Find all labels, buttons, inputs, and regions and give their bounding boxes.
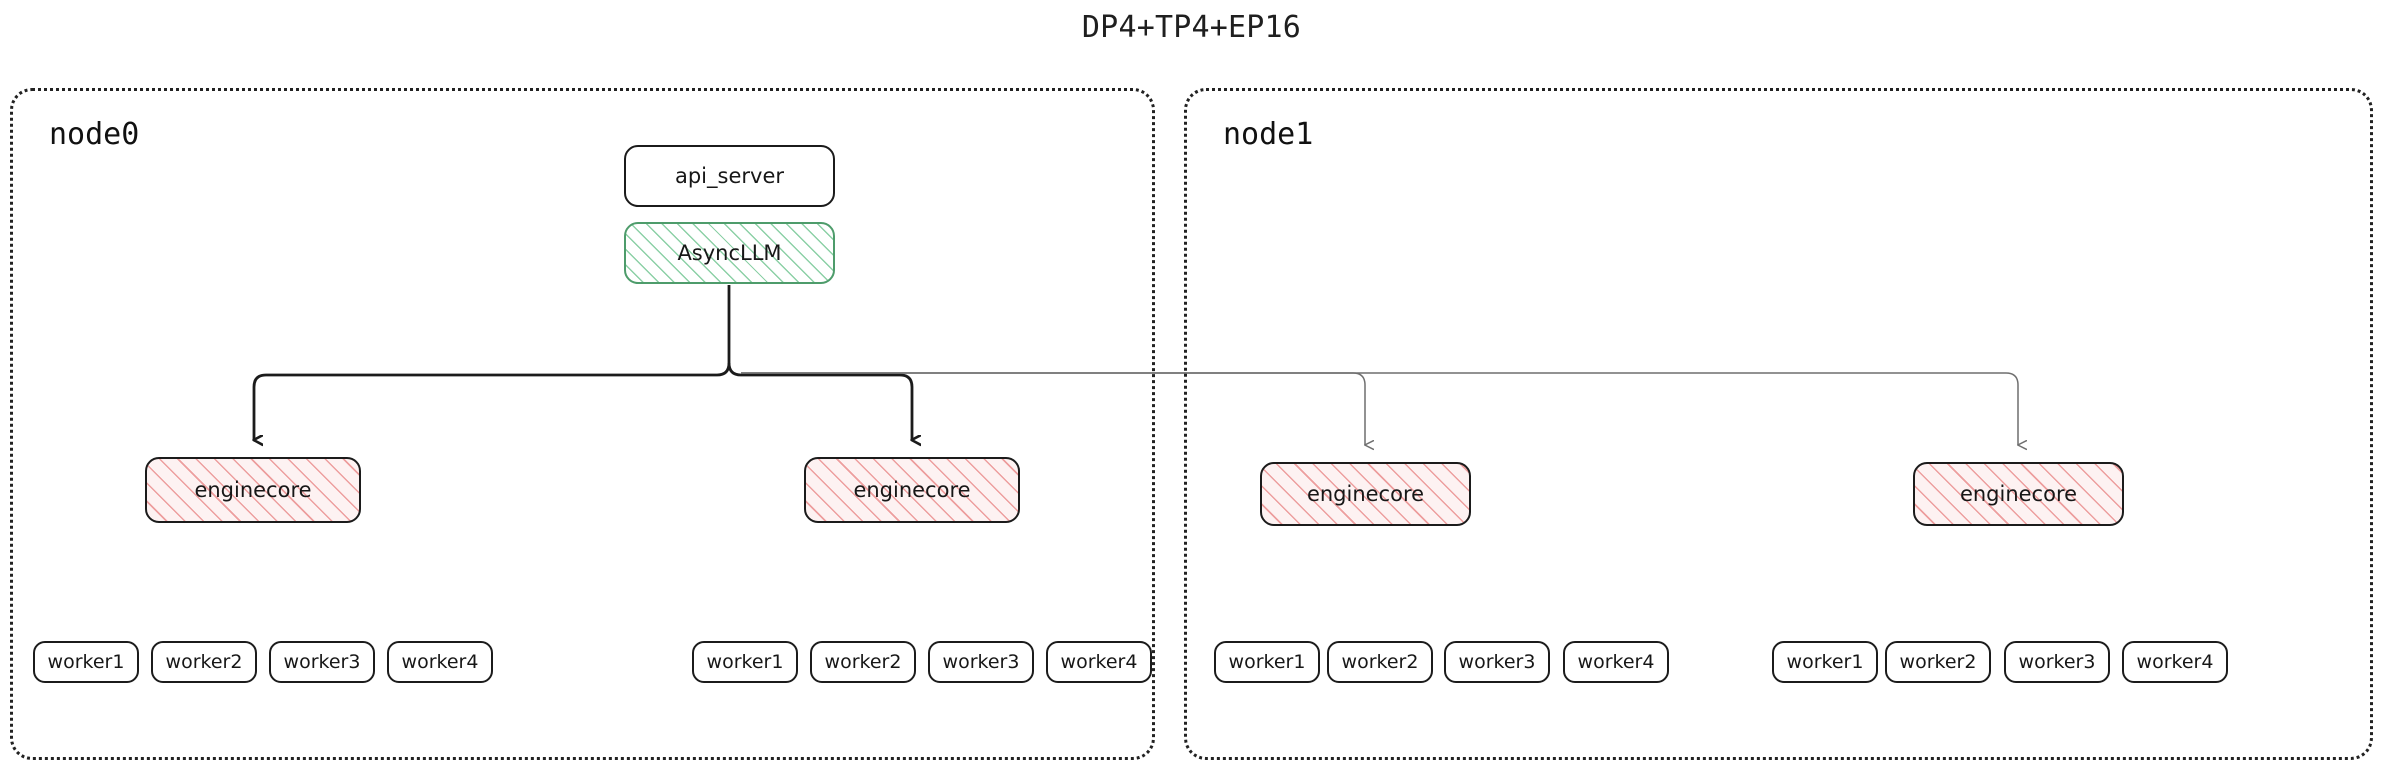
box-api-server[interactable]: api_server [624, 145, 835, 207]
box-worker-node1-0-0[interactable]: worker1 [1214, 641, 1320, 683]
box-worker-node0-1-0[interactable]: worker1 [692, 641, 798, 683]
box-enginecore-node1-0-label: enginecore [1306, 482, 1425, 506]
box-worker-node0-0-1[interactable]: worker2 [151, 641, 257, 683]
box-worker-node0-1-0-label: worker1 [706, 651, 784, 673]
box-worker-node1-0-0-label: worker1 [1228, 651, 1306, 673]
box-worker-node1-0-1[interactable]: worker2 [1327, 641, 1433, 683]
box-worker-node0-1-1[interactable]: worker2 [810, 641, 916, 683]
page-title: DP4+TP4+EP16 [1081, 10, 1302, 45]
node-group-node0: node0 [10, 88, 1155, 760]
box-worker-node1-0-3-label: worker4 [1577, 651, 1655, 673]
box-worker-node1-1-0[interactable]: worker1 [1772, 641, 1878, 683]
box-async-llm-label: AsyncLLM [677, 241, 782, 265]
box-enginecore-node0-1[interactable]: enginecore [804, 457, 1020, 523]
box-worker-node0-0-1-label: worker2 [165, 651, 243, 673]
box-enginecore-node0-1-label: enginecore [853, 478, 971, 502]
box-enginecore-node1-1[interactable]: enginecore [1913, 462, 2124, 526]
box-worker-node1-1-0-label: worker1 [1786, 651, 1864, 673]
box-async-llm[interactable]: AsyncLLM [624, 222, 835, 284]
node-group-node1: node1 [1184, 88, 2373, 760]
box-worker-node1-1-3-label: worker4 [2136, 651, 2214, 673]
box-worker-node1-0-1-label: worker2 [1341, 651, 1419, 673]
box-worker-node1-1-2[interactable]: worker3 [2004, 641, 2110, 683]
box-enginecore-node1-1-label: enginecore [1959, 482, 2078, 506]
box-worker-node0-1-1-label: worker2 [824, 651, 902, 673]
box-worker-node0-1-3[interactable]: worker4 [1046, 641, 1152, 683]
box-api-server-label: api_server [674, 164, 784, 188]
box-worker-node1-1-2-label: worker3 [2018, 651, 2096, 673]
box-enginecore-node0-0[interactable]: enginecore [145, 457, 361, 523]
box-worker-node0-0-3-label: worker4 [401, 651, 479, 673]
node-group-label-node0: node0 [49, 117, 140, 152]
box-enginecore-node1-0[interactable]: enginecore [1260, 462, 1471, 526]
box-worker-node0-1-2[interactable]: worker3 [928, 641, 1034, 683]
box-worker-node1-0-3[interactable]: worker4 [1563, 641, 1669, 683]
box-worker-node0-0-3[interactable]: worker4 [387, 641, 493, 683]
box-worker-node1-1-3[interactable]: worker4 [2122, 641, 2228, 683]
box-worker-node1-1-1[interactable]: worker2 [1885, 641, 1991, 683]
box-enginecore-node0-0-label: enginecore [194, 478, 312, 502]
node-group-label-node1: node1 [1223, 117, 1314, 152]
box-worker-node0-0-0-label: worker1 [47, 651, 125, 673]
box-worker-node0-1-2-label: worker3 [942, 651, 1020, 673]
box-worker-node0-0-0[interactable]: worker1 [33, 641, 139, 683]
box-worker-node1-0-2-label: worker3 [1458, 651, 1536, 673]
box-worker-node1-1-1-label: worker2 [1899, 651, 1977, 673]
box-worker-node0-0-2[interactable]: worker3 [269, 641, 375, 683]
box-worker-node0-1-3-label: worker4 [1060, 651, 1138, 673]
box-worker-node0-0-2-label: worker3 [283, 651, 361, 673]
box-worker-node1-0-2[interactable]: worker3 [1444, 641, 1550, 683]
